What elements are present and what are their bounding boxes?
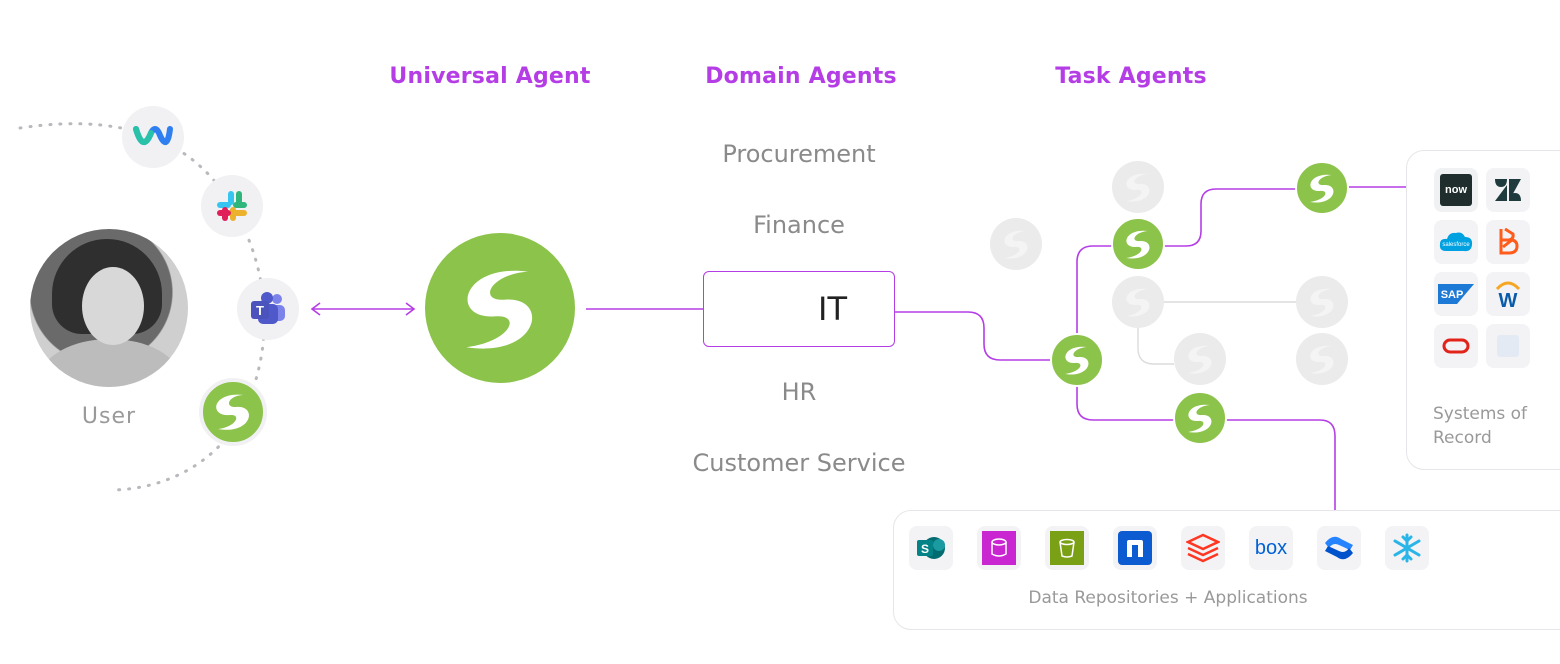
link-hub-task1 — [1076, 245, 1112, 335]
hub-agent-icon — [1050, 333, 1104, 387]
blank-logo[interactable] — [1486, 324, 1530, 368]
oracle-logo[interactable] — [1434, 324, 1478, 368]
brand-b-logo[interactable] — [1486, 220, 1530, 264]
snowflake-logo[interactable] — [1385, 526, 1429, 570]
inactive-agent — [1296, 276, 1348, 328]
inactive-agent — [1174, 333, 1226, 385]
workday-logo[interactable]: W — [1486, 272, 1530, 316]
aws-rds-logo[interactable] — [977, 526, 1021, 570]
domain-finance[interactable]: Finance — [753, 211, 845, 239]
webex-icon[interactable] — [122, 106, 184, 168]
domain-procurement[interactable]: Procurement — [722, 140, 876, 168]
task-agent-icon — [1173, 391, 1227, 445]
task-agent-icon — [1111, 217, 1165, 271]
teams-icon[interactable]: T — [237, 278, 299, 340]
inactive-agent — [1296, 333, 1348, 385]
domain-it-box[interactable] — [703, 271, 895, 347]
link-task3-repos — [1226, 419, 1336, 510]
nutanix-logo[interactable] — [1113, 526, 1157, 570]
sap-logo[interactable]: SAP — [1434, 272, 1478, 316]
domain-customer-service[interactable]: Customer Service — [692, 449, 906, 477]
header-domain-agents: Domain Agents — [705, 64, 897, 89]
box-logo[interactable]: box — [1249, 526, 1293, 570]
sharepoint-logo[interactable]: S — [909, 526, 953, 570]
agent-chat-icon[interactable] — [198, 377, 268, 447]
svg-text:T: T — [256, 303, 264, 318]
confluence-logo[interactable] — [1317, 526, 1361, 570]
header-universal-agent: Universal Agent — [389, 64, 591, 89]
databricks-logo[interactable] — [1181, 526, 1225, 570]
inactive-agent — [1112, 161, 1164, 213]
svg-text:S: S — [921, 542, 929, 556]
inactive-agent — [1112, 276, 1164, 328]
svg-text:SAP: SAP — [1441, 289, 1464, 301]
universal-agent-icon — [425, 233, 575, 383]
svg-text:W: W — [1499, 290, 1518, 311]
systems-of-record-label: Systems of Record — [1433, 404, 1528, 448]
inactive-link — [1137, 328, 1174, 365]
link-it-hub — [895, 311, 1052, 361]
task-agent-icon — [1295, 161, 1349, 215]
link-task1-task2 — [1164, 188, 1297, 247]
inactive-agent — [990, 218, 1042, 270]
svg-text:salesforce: salesforce — [1442, 242, 1470, 248]
systems-of-record-panel — [1406, 150, 1560, 470]
domain-hr[interactable]: HR — [781, 378, 817, 406]
aws-s3-logo[interactable] — [1045, 526, 1089, 570]
zendesk-logo[interactable] — [1486, 168, 1530, 212]
servicenow-logo[interactable]: now — [1434, 168, 1478, 212]
user-label: User — [81, 404, 137, 429]
link-hub-task3 — [1076, 385, 1174, 421]
bidirectional-arrow — [310, 302, 416, 316]
salesforce-logo[interactable]: salesforce — [1434, 220, 1478, 264]
user-avatar — [30, 229, 188, 387]
domain-it-label: IT — [818, 290, 847, 328]
data-repositories-label: Data Repositories + Applications — [1028, 588, 1308, 608]
header-task-agents: Task Agents — [1055, 64, 1207, 89]
slack-icon[interactable] — [201, 175, 263, 237]
